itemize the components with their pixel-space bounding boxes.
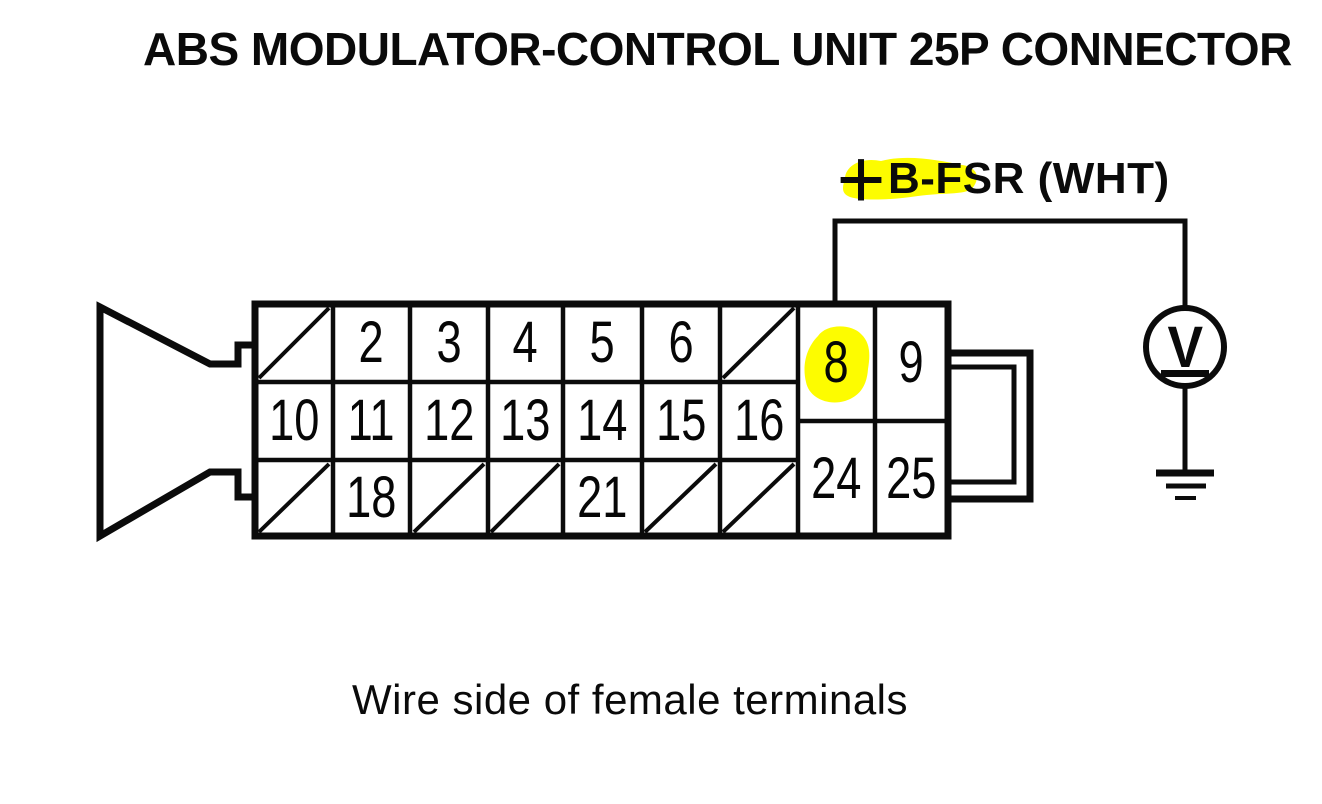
- latch-inner: [951, 364, 1017, 485]
- plus-marker: +: [836, 132, 886, 226]
- pin8-highlight: [804, 326, 870, 403]
- voltmeter-symbol: V: [1161, 317, 1209, 377]
- label-highlight: [842, 157, 977, 200]
- pin-cell-6: 6: [668, 310, 694, 375]
- connector-latch: [951, 349, 1034, 503]
- slash-empty-pin-r1c7: [721, 306, 796, 380]
- pin-cell-2: 2: [358, 310, 385, 375]
- pin-cell-21: 21: [577, 465, 628, 530]
- page-title: ABS MODULATOR-CONTROL UNIT 25P CONNECTOR: [143, 23, 1292, 75]
- slash-empty-pin-r3c7: [721, 462, 796, 534]
- slash-empty-pin-r3c6: [643, 462, 718, 534]
- pin-cell-3: 3: [436, 310, 462, 375]
- slash-empty-pin-r3c3: [412, 462, 486, 534]
- slash-empty-pin-r1c1: [257, 306, 331, 380]
- connector-grid-lines: [255, 304, 948, 536]
- pin-cell-11: 11: [348, 388, 395, 453]
- pin-cell-4: 4: [512, 310, 539, 375]
- wire-b-fsr: [832, 218, 1188, 310]
- pin-cell-12: 12: [423, 388, 475, 453]
- pin-cell-10: 10: [268, 388, 320, 453]
- ground-icon: [1156, 386, 1214, 500]
- slash-empty-pin-r3c1: [257, 462, 331, 534]
- pin-cell-18: 18: [346, 465, 397, 530]
- empty-pin-slashes: [257, 306, 796, 534]
- pin-cell-24: 24: [811, 445, 862, 511]
- pin-cell-5: 5: [589, 310, 616, 375]
- diagram-caption: Wire side of female terminals: [352, 676, 909, 723]
- wire-harness-funnel: [96, 301, 259, 543]
- pin-cell-14: 14: [577, 388, 628, 453]
- pin-cell-25: 25: [886, 445, 937, 511]
- latch-outer: [951, 349, 1034, 503]
- wire-label: B-FSR (WHT): [888, 154, 1170, 203]
- pin-cell-9: 9: [898, 329, 925, 395]
- pin-cell-16: 16: [733, 388, 785, 453]
- pin-cell-15: 15: [655, 388, 707, 453]
- pin-cell-8-highlighted: 8: [823, 329, 850, 395]
- pin-cell-13: 13: [500, 388, 551, 453]
- slash-empty-pin-r3c4: [489, 462, 561, 534]
